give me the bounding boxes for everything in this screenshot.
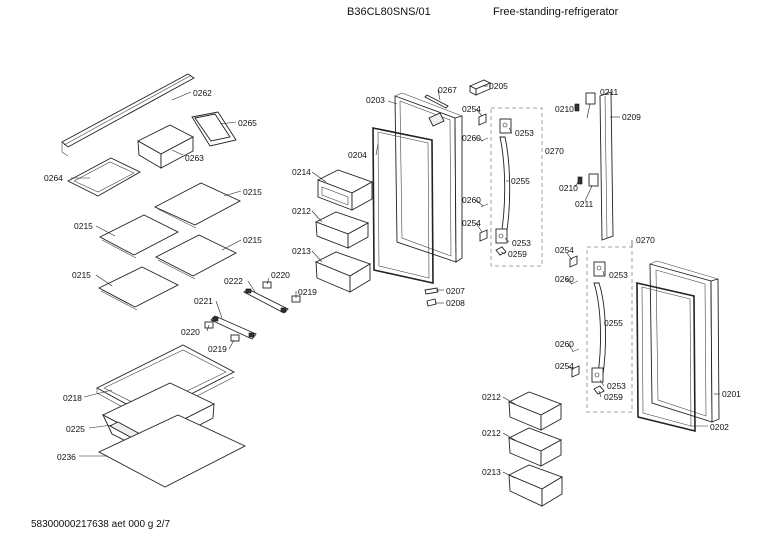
part-label: 0201 — [722, 389, 741, 399]
part-label: 0207 — [446, 286, 465, 296]
part-label: 0236 — [57, 452, 76, 462]
trim-strip-drawing-0209 — [599, 91, 614, 241]
door-bin-drawing-0213-right — [507, 464, 564, 507]
part-label: 0254 — [555, 361, 574, 371]
part-label: 0259 — [604, 392, 623, 402]
part-label: 0264 — [44, 173, 63, 183]
part-label: 0203 — [366, 95, 385, 105]
left-door-gasket-drawing — [372, 127, 434, 284]
part-label: 0215 — [243, 235, 262, 245]
rail-part-drawing — [61, 73, 195, 157]
glass-shelf-drawing-1 — [153, 182, 242, 229]
hinge-strip-drawing — [424, 94, 449, 109]
left-door-drawing — [394, 92, 463, 263]
part-label: 0260 — [462, 133, 481, 143]
part-label: 0270 — [545, 146, 564, 156]
door-bin-drawing-0212-right-lower — [507, 427, 563, 467]
hinge-cap-drawing — [428, 79, 492, 127]
glass-shelf-drawing-2 — [99, 214, 179, 259]
part-label: 0212 — [482, 428, 501, 438]
part-label: 0260 — [555, 339, 574, 349]
clip-drawing-0210 — [574, 103, 583, 185]
door-bin-drawing-0212-center — [314, 211, 370, 249]
hinge-drawing-0211-lower — [588, 173, 599, 187]
part-label: 0253 — [609, 270, 628, 280]
right-door-drawing — [649, 260, 720, 423]
part-label: 0270 — [636, 235, 655, 245]
part-label: 0219 — [208, 344, 227, 354]
part-label: 0254 — [555, 245, 574, 255]
document-code: 58300000217638 aet 000 g 2/7 — [31, 519, 171, 530]
part-label: 0211 — [600, 87, 619, 97]
tray-part-drawing — [67, 157, 141, 197]
slide-rail-drawing-upper — [243, 288, 289, 314]
part-label: 0220 — [181, 327, 200, 337]
part-label: 0215 — [72, 270, 91, 280]
part-label: 0214 — [292, 167, 311, 177]
part-label: 0267 — [438, 85, 457, 95]
part-label: 0215 — [243, 187, 262, 197]
part-label: 0212 — [482, 392, 501, 402]
part-label: 0212 — [292, 206, 311, 216]
part-label: 0262 — [193, 88, 212, 98]
door-bin-drawing-0213-center — [314, 251, 372, 293]
part-label: 0202 — [710, 422, 729, 432]
part-label: 0219 — [298, 287, 317, 297]
leader-lines — [71, 85, 720, 479]
appliance-category: Free-standing-refrigerator — [493, 6, 619, 18]
part-label: 0255 — [511, 176, 530, 186]
handle-assembly-group-lower — [569, 246, 633, 413]
door-bin-drawing-0212-right-upper — [507, 391, 563, 431]
model-number: B36CL80SNS/01 — [347, 6, 431, 18]
part-label: 0205 — [489, 81, 508, 91]
part-label: 0210 — [555, 104, 574, 114]
hinge-drawing-0211-upper — [585, 92, 596, 105]
part-label: 0211 — [575, 199, 594, 209]
part-label: 0253 — [515, 128, 534, 138]
part-label: 0213 — [482, 467, 501, 477]
bearing-parts-drawing — [424, 287, 439, 307]
part-label: 0260 — [462, 195, 481, 205]
part-label: 0213 — [292, 246, 311, 256]
part-label: 0260 — [555, 274, 574, 284]
part-label: 0259 — [508, 249, 527, 259]
part-label: 0218 — [63, 393, 82, 403]
part-label: 0253 — [607, 381, 626, 391]
part-label: 0263 — [185, 153, 204, 163]
part-label: 0210 — [559, 183, 578, 193]
glass-shelf-drawing-3 — [155, 234, 237, 280]
part-label: 0204 — [348, 150, 367, 160]
part-label: 0225 — [66, 424, 85, 434]
part-label: 0209 — [622, 112, 641, 122]
part-label: 0265 — [238, 118, 257, 128]
part-label: 0254 — [462, 218, 481, 228]
part-label: 0254 — [462, 104, 481, 114]
part-label: 0222 — [224, 276, 243, 286]
part-label: 0255 — [604, 318, 623, 328]
glass-shelf-drawing-4 — [98, 266, 179, 311]
slide-rail-drawing-lower — [210, 315, 257, 340]
part-label: 0220 — [271, 270, 290, 280]
part-label: 0215 — [74, 221, 93, 231]
small-tray-part-drawing — [191, 111, 237, 147]
part-label: 0208 — [446, 298, 465, 308]
part-label: 0253 — [512, 238, 531, 248]
handle-assembly-group-upper — [478, 107, 543, 267]
bottom-plate-drawing — [97, 414, 247, 488]
door-bin-drawing-0214 — [316, 169, 374, 211]
part-label: 0221 — [194, 296, 213, 306]
